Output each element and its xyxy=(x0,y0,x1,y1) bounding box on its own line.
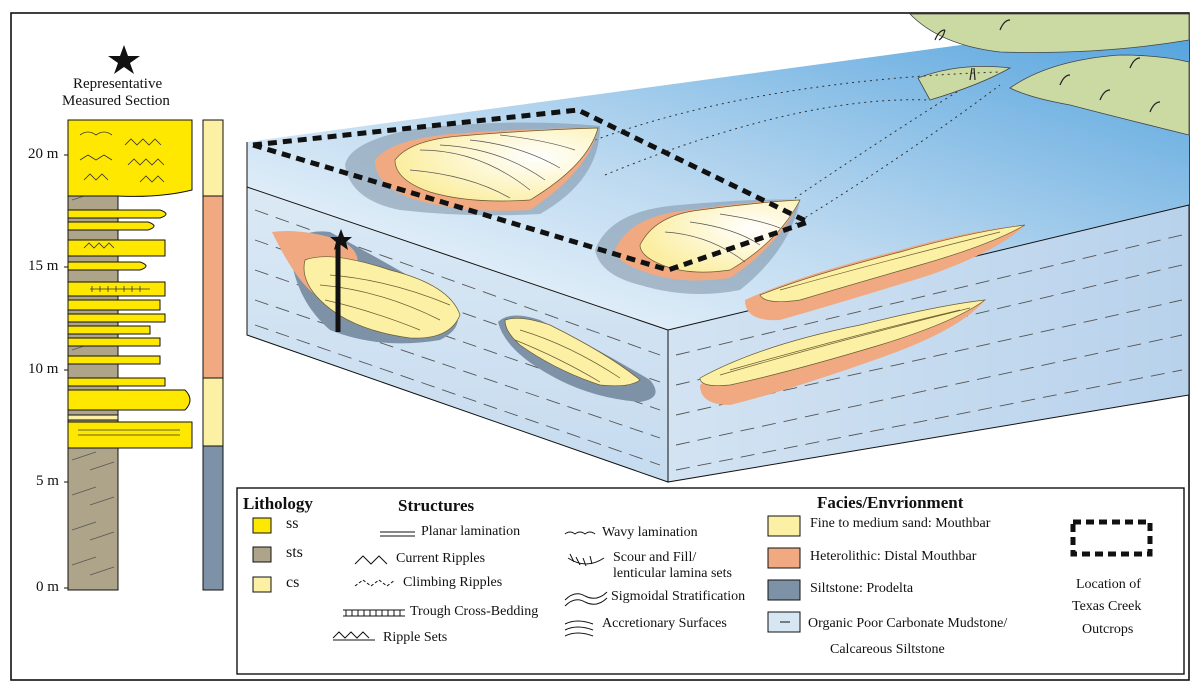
axis-label-15m: 15 m xyxy=(28,258,59,274)
structure-current-ripples: Current Ripples xyxy=(396,551,486,566)
location-line1: Location of xyxy=(1076,577,1141,592)
structure-climbing-ripples: Climbing Ripples xyxy=(403,575,503,590)
swatch-mouthbar xyxy=(767,515,801,537)
lithology-heading: Lithology xyxy=(243,494,313,513)
swatch-distal-mouthbar xyxy=(767,547,801,569)
swatch-prodelta xyxy=(767,579,801,601)
facies-prodelta: Siltstone: Prodelta xyxy=(810,581,914,596)
structure-scour-2: lenticular lamina sets xyxy=(613,566,732,581)
legend-box xyxy=(236,487,1185,675)
block-diagram xyxy=(246,13,1190,483)
structure-symbols xyxy=(332,531,608,641)
swatch-cs xyxy=(252,576,272,593)
axis-label-5m: 5 m xyxy=(36,473,59,489)
axis-label-20m: 20 m xyxy=(28,146,59,162)
section-star-icon xyxy=(330,229,352,250)
facies-heading: Facies/Envrionment xyxy=(817,493,964,512)
star-icon xyxy=(108,45,140,74)
structures-heading: Structures xyxy=(398,496,475,515)
structure-sigmoidal: Sigmoidal Stratification xyxy=(611,589,746,604)
facies-distal: Heterolithic: Distal Mouthbar xyxy=(810,549,977,564)
swatch-ss xyxy=(252,517,272,534)
section-title-1: Representative xyxy=(73,76,163,92)
lithology-cs: cs xyxy=(286,574,300,591)
axis-label-0m: 0 m xyxy=(36,579,59,595)
section-title-2: Measured Section xyxy=(62,93,170,109)
measured-section xyxy=(64,45,193,591)
structure-planar: Planar lamination xyxy=(421,524,521,539)
structure-trough: Trough Cross-Bedding xyxy=(410,604,539,619)
structure-scour-1: Scour and Fill/ xyxy=(613,550,697,565)
lithology-sts: sts xyxy=(286,544,303,561)
facies-mouthbar: Fine to medium sand: Mouthbar xyxy=(810,516,991,531)
structure-wavy: Wavy lamination xyxy=(602,525,698,540)
location-box-icon xyxy=(1070,519,1153,557)
swatch-sts xyxy=(252,546,272,563)
location-line2: Texas Creek xyxy=(1072,599,1142,614)
location-line3: Outcrops xyxy=(1082,622,1134,637)
structure-ripple-sets: Ripple Sets xyxy=(383,630,448,645)
lithology-ss: ss xyxy=(286,515,299,532)
facies-column xyxy=(202,119,224,591)
facies-mudstone: Organic Poor Carbonate Mudstone/ xyxy=(808,616,1008,631)
facies-mudstone-2: Calcareous Siltstone xyxy=(830,642,945,657)
axis-label-10m: 10 m xyxy=(28,361,59,377)
structure-accretionary: Accretionary Surfaces xyxy=(602,616,727,631)
